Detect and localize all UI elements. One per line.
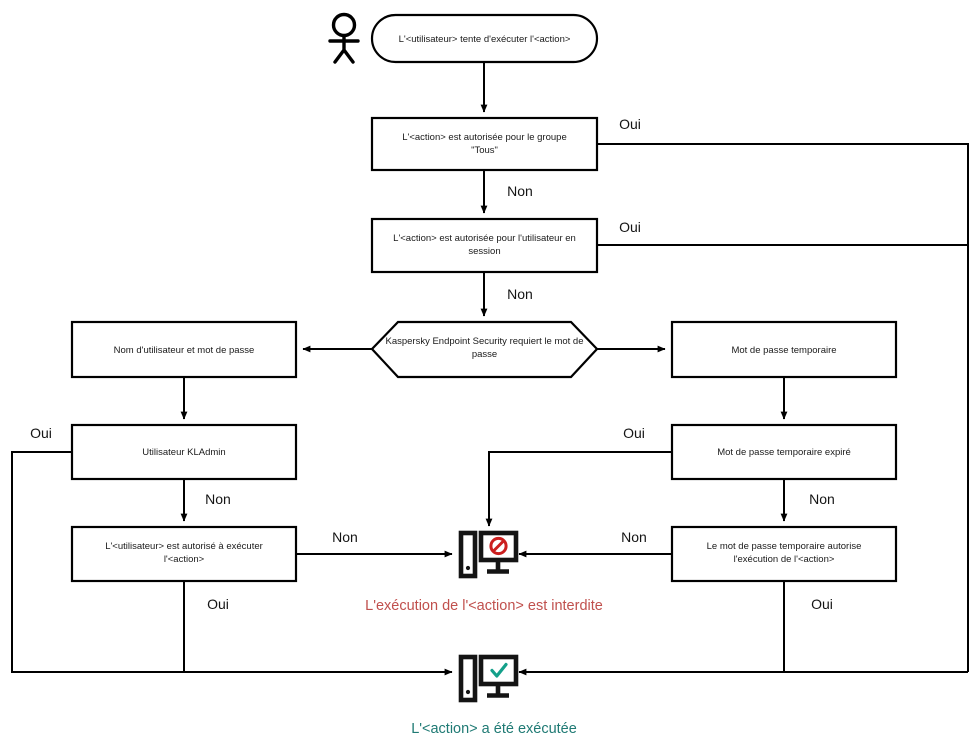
node-username-password-label: Nom d'utilisateur et mot de passe xyxy=(114,345,255,356)
node-allowed-session-user-line2: session xyxy=(468,246,500,257)
edge-label-everyone-no: Non xyxy=(507,183,533,199)
edge-label-temp-allows-no: Non xyxy=(621,529,647,545)
node-requires-password-line1: Kaspersky Endpoint Security requiert le … xyxy=(385,336,583,347)
computer-check-icon xyxy=(458,654,519,703)
edge-expired-yes xyxy=(485,451,672,527)
node-kladmin-user-label: Utilisateur KLAdmin xyxy=(142,447,225,458)
node-temporary-password-expired[interactable]: Mot de passe temporaire expiré xyxy=(670,423,898,481)
edge-label-everyone-yes: Oui xyxy=(619,116,641,132)
node-temporary-password[interactable]: Mot de passe temporaire xyxy=(670,320,898,379)
node-kladmin-user[interactable]: Utilisateur KLAdmin xyxy=(70,423,298,481)
node-start-label: L'<utilisateur> tente d'exécuter l'<acti… xyxy=(399,34,571,45)
terminal-denied-label: L'exécution de l'<action> est interdite xyxy=(365,598,603,614)
edge-label-temp-allows-yes: Oui xyxy=(811,596,833,612)
edge-label-layer: Oui Non Oui Non Oui Non Non Oui Oui Non … xyxy=(30,116,835,612)
edge-label-authorized-no: Non xyxy=(332,529,358,545)
node-temporary-password-label: Mot de passe temporaire xyxy=(731,345,836,356)
edge-label-authorized-yes: Oui xyxy=(207,596,229,612)
node-temp-password-allows-line1: Le mot de passe temporaire autorise xyxy=(707,541,862,552)
user-actor xyxy=(328,12,360,64)
node-allowed-everyone-line1: L'<action> est autorisée pour le groupe xyxy=(402,132,566,143)
edge-everyone-yes xyxy=(597,143,969,672)
node-requires-password[interactable]: Kaspersky Endpoint Security requiert le … xyxy=(370,320,599,379)
edge-layer xyxy=(11,62,969,676)
edge-label-kladmin-no: Non xyxy=(205,491,231,507)
edge-kladmin-yes xyxy=(11,451,453,676)
node-temp-password-allows-line2: l'exécution de l'<action> xyxy=(734,554,835,565)
edge-label-session-no: Non xyxy=(507,286,533,302)
person-icon-head xyxy=(331,12,357,38)
edge-label-session-yes: Oui xyxy=(619,219,641,235)
node-user-authorized-line2: l'<action> xyxy=(164,554,205,565)
terminal-executed-label: L'<action> a été exécutée xyxy=(411,721,577,737)
node-allowed-session-user[interactable]: L'<action> est autorisée pour l'utilisat… xyxy=(370,217,599,274)
node-allowed-everyone[interactable]: L'<action> est autorisée pour le groupe … xyxy=(370,116,599,172)
node-temp-password-allows[interactable]: Le mot de passe temporaire autorise l'ex… xyxy=(670,525,898,583)
computer-blocked-icon xyxy=(458,530,519,579)
edge-label-kladmin-yes: Oui xyxy=(30,425,52,441)
person-icon-body xyxy=(328,34,360,64)
node-user-authorized-line1: L'<utilisateur> est autorisé à exécuter xyxy=(105,541,263,552)
node-username-password[interactable]: Nom d'utilisateur et mot de passe xyxy=(70,320,298,379)
node-allowed-everyone-line2: "Tous" xyxy=(471,145,498,156)
edge-label-expired-yes: Oui xyxy=(623,425,645,441)
node-allowed-session-user-line1: L'<action> est autorisée pour l'utilisat… xyxy=(393,233,576,244)
node-user-authorized[interactable]: L'<utilisateur> est autorisé à exécuter … xyxy=(70,525,298,583)
edge-label-expired-no: Non xyxy=(809,491,835,507)
node-temporary-password-expired-label: Mot de passe temporaire expiré xyxy=(717,447,851,458)
node-requires-password-line2: passe xyxy=(472,349,497,360)
node-start[interactable]: L'<utilisateur> tente d'exécuter l'<acti… xyxy=(370,13,599,64)
